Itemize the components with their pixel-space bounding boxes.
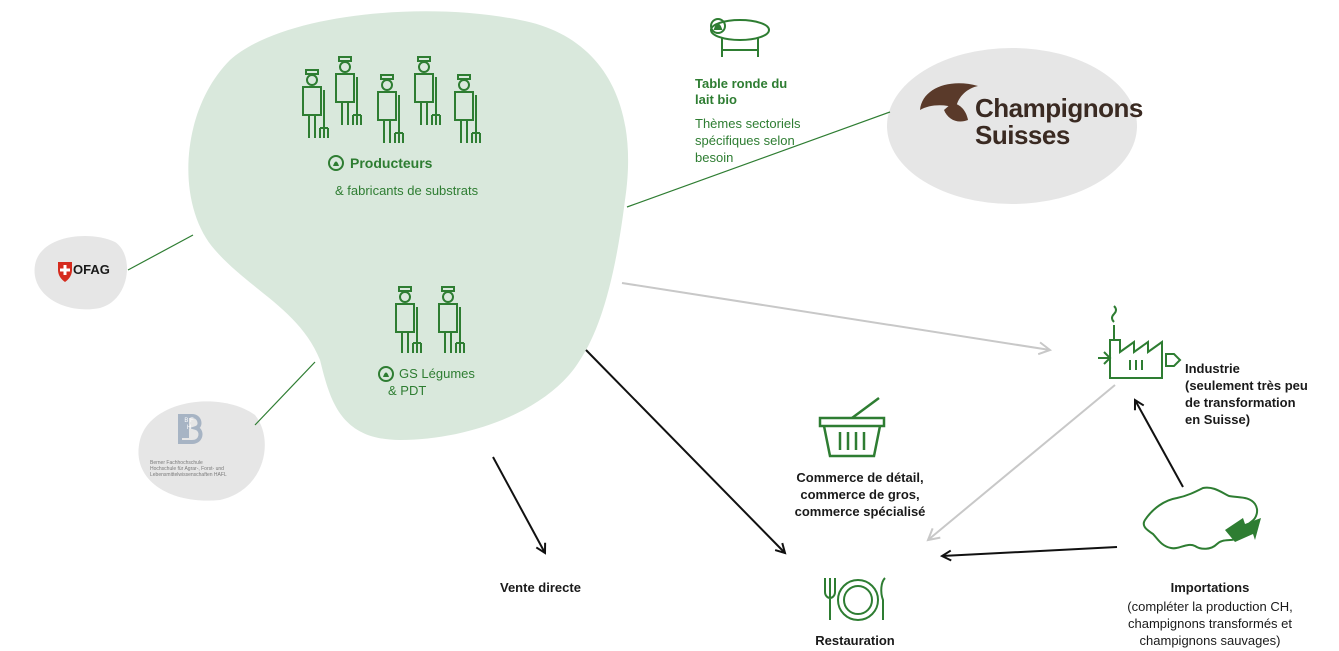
gs-legumes-sublabel: & PDT	[388, 383, 427, 398]
bio-bud-icon	[378, 366, 394, 382]
mushroom-icon	[920, 83, 978, 122]
round-table-icon	[710, 18, 770, 57]
switzerland-map-icon	[1142, 486, 1261, 550]
producers-sublabel: & fabricants de substrats	[335, 183, 479, 198]
producers-blob	[188, 11, 629, 441]
ofag-blob	[34, 235, 127, 310]
table-ronde-desc-3: besoin	[695, 150, 734, 165]
industrie-line3: de transformation	[1185, 395, 1296, 410]
champignons-logo-line1: Champignons	[975, 93, 1143, 123]
table-ronde-desc-1: Thèmes sectoriels	[695, 116, 801, 131]
producers-label: Producteurs	[350, 155, 433, 171]
champignons-logo-line2: Suisses	[975, 120, 1070, 150]
industrie-line4: en Suisse)	[1185, 412, 1251, 427]
bfh-logo-icon	[178, 414, 203, 444]
commerce-line3: commerce spécialisé	[794, 504, 926, 519]
arrow-to-industrie	[621, 282, 1050, 350]
table-ronde-title-1: Table ronde du	[695, 76, 788, 91]
basket-icon	[818, 396, 886, 458]
farmers-group-icon	[302, 56, 481, 143]
arrow-to-restauration	[585, 349, 785, 553]
importations-line1: (compléter la production CH,	[1127, 599, 1293, 614]
bfh-blob	[138, 401, 265, 501]
table-ronde-desc-2: spécifiques selon	[695, 133, 795, 148]
swiss-shield-icon	[58, 262, 72, 282]
arrow-to-vente-directe	[492, 456, 545, 553]
arrow-import-to-industrie	[1135, 400, 1184, 488]
importations-line3: champignons sauvages)	[1139, 633, 1281, 648]
cutlery-plate-icon	[824, 577, 886, 621]
arrow-import-to-restauration	[942, 546, 1118, 556]
bio-bud-icon	[328, 155, 344, 171]
industrie-line2: (seulement très peu	[1185, 378, 1308, 393]
bfh-line1: Berner Fachhochschule	[150, 460, 203, 466]
industrie-title: Industrie	[1185, 361, 1240, 376]
farmers-pair-icon	[395, 286, 465, 353]
bfh-letters: B F H	[184, 418, 194, 431]
importations-line2: champignons transformés et	[1127, 616, 1293, 631]
gs-legumes-label: GS Légumes	[399, 366, 475, 381]
bfh-line2: Hochschule für Agrar-, Forst- und	[150, 466, 224, 472]
importations-title: Importations	[1170, 580, 1250, 595]
factory-icon	[1098, 305, 1182, 379]
commerce-line1: Commerce de détail,	[796, 470, 924, 485]
ofag-label: OFAG	[73, 262, 110, 277]
commerce-line2: commerce de gros,	[800, 487, 920, 502]
connector-champignons	[626, 111, 891, 208]
connector-bfh	[254, 361, 316, 426]
restauration-label: Restauration	[815, 633, 895, 648]
table-ronde-title-2: lait bio	[695, 92, 737, 107]
connector-ofag	[127, 234, 194, 271]
arrow-industrie-to-commerce	[928, 384, 1116, 540]
bfh-line3: Lebensmittelwissenschaften HAFL	[150, 472, 227, 478]
vente-directe-label: Vente directe	[500, 580, 581, 595]
